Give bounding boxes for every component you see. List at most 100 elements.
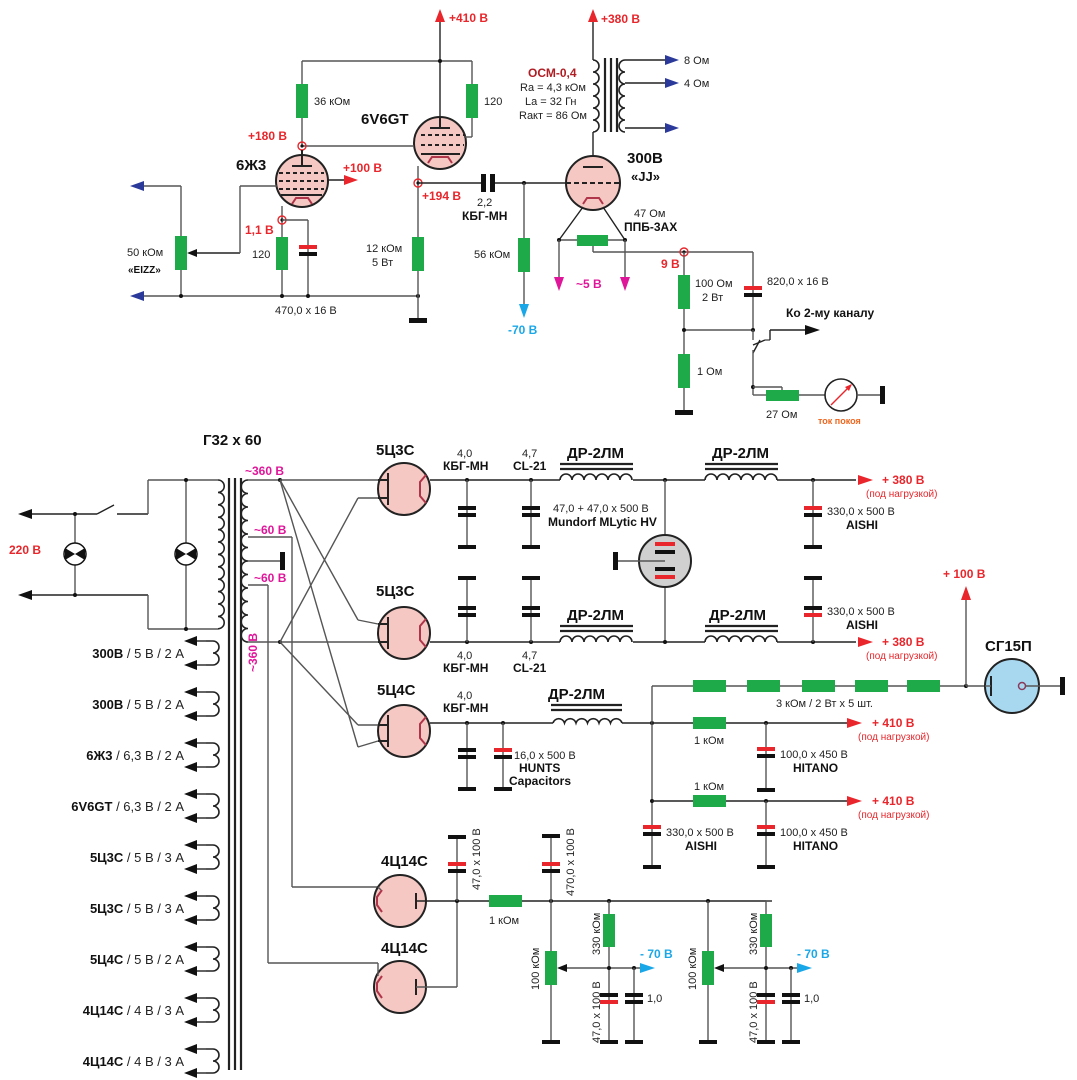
filament-arrow-icon bbox=[184, 966, 197, 976]
neg-pot-label-2: 100 кОм bbox=[687, 948, 699, 990]
c-kbg-type-3: КБГ-МН bbox=[443, 701, 488, 715]
grid-res-label: 56 кОм bbox=[474, 249, 510, 261]
coupling-cap-value: 2,2 bbox=[477, 197, 492, 209]
resistor-chain-4 bbox=[855, 680, 888, 692]
bias-voltage: -70 В bbox=[508, 323, 538, 337]
c-cathode3-label: 820,0 x 16 В bbox=[767, 276, 829, 288]
resistor-chain-5 bbox=[907, 680, 940, 692]
filament-arrow-icon bbox=[184, 1068, 197, 1078]
supply-380-label: +380 В bbox=[601, 12, 640, 26]
ammeter-icon bbox=[824, 378, 858, 412]
mains-arrow-bottom bbox=[18, 590, 32, 600]
c-kbg-value-1: 4,0 bbox=[457, 448, 472, 460]
tube3-brand: «JJ» bbox=[631, 169, 660, 184]
rect3-label: 5Ц4С bbox=[377, 682, 416, 699]
resistor-56k bbox=[518, 238, 530, 272]
hitano-value-1: 100,0 x 450 В bbox=[780, 749, 848, 761]
filament-label: 5Ц3С / 5 В / 3 А bbox=[90, 901, 184, 916]
filament-arrow-icon bbox=[184, 789, 197, 799]
sec-60a: ~60 В bbox=[254, 523, 287, 537]
c-kbg-type-1: КБГ-МН bbox=[443, 459, 488, 473]
resistor-330k-1 bbox=[603, 914, 615, 947]
out-380-1: + 380 В bbox=[882, 473, 925, 487]
amplifier-section: +410 В 36 кОм 120 6V6GT +180 В bbox=[127, 9, 885, 426]
volume-pot-brand: «EIZZ» bbox=[128, 265, 161, 276]
filament-winding: 5Ц3С / 5 В / 3 А bbox=[90, 840, 220, 874]
c-cathode1-label: 470,0 x 16 В bbox=[275, 305, 337, 317]
filament-winding: 6V6GT / 6,3 В / 2 А bbox=[71, 789, 220, 823]
filament-arrow-icon bbox=[184, 636, 197, 646]
out-380-2: + 380 В bbox=[882, 635, 925, 649]
tube2-label: 6V6GT bbox=[361, 111, 409, 128]
volume-pot[interactable] bbox=[175, 236, 187, 270]
out-100: + 100 В bbox=[943, 567, 986, 581]
out-410-2: + 410 В bbox=[872, 794, 915, 808]
filament-winding: 6Ж3 / 6,3 В / 2 А bbox=[86, 738, 220, 772]
choke-label-2: ДР-2ЛМ bbox=[712, 445, 769, 462]
neg-c2-label: 470,0 x 100 В bbox=[565, 828, 577, 896]
filament-winding: 300В / 5 В / 2 А bbox=[92, 636, 220, 670]
filament-arrow-icon bbox=[184, 738, 197, 748]
c-cl-type-2: CL-21 bbox=[513, 661, 547, 675]
to-channel2-label: Ко 2-му каналу bbox=[786, 306, 874, 320]
under-load-1: (под нагрузкой) bbox=[866, 489, 937, 500]
anode1-voltage: +180 В bbox=[248, 129, 287, 143]
supply-arrow-410 bbox=[435, 9, 445, 22]
aishi-value-3: 330,0 x 500 В bbox=[666, 827, 734, 839]
hunts-type-1: HUNTS bbox=[519, 761, 560, 775]
tap-4-ohm: 4 Ом bbox=[684, 78, 709, 90]
filament-arrow-icon bbox=[184, 687, 197, 697]
ot-ract: Rакт = 86 Ом bbox=[519, 110, 587, 122]
c-kbg-type-2: КБГ-МН bbox=[443, 661, 488, 675]
mains-voltage: 220 В bbox=[9, 543, 41, 557]
resistor-12k bbox=[412, 237, 424, 271]
resistor-chain-1 bbox=[693, 680, 726, 692]
hitano-type-1: HITANO bbox=[793, 761, 838, 775]
ot-ra: Ra = 4,3 кОм bbox=[520, 82, 586, 94]
rect1-label: 5Ц3С bbox=[376, 442, 415, 459]
filament-arrow-icon bbox=[184, 891, 197, 901]
hitano-type-2: HITANO bbox=[793, 839, 838, 853]
resistor-120-screen bbox=[466, 84, 478, 118]
rect4-label: 4Ц14С bbox=[381, 853, 428, 870]
choke-3 bbox=[559, 635, 633, 643]
filament-winding: 5Ц3С / 5 В / 3 А bbox=[90, 891, 220, 925]
resistor-1k-b bbox=[693, 795, 726, 807]
indicator-lamp-1 bbox=[63, 542, 87, 566]
r-cathode3-value: 100 Ом bbox=[695, 278, 733, 290]
aishi-type-3: AISHI bbox=[685, 839, 717, 853]
neg-pot-label-1: 100 кОм bbox=[530, 948, 542, 990]
filament-label: 300В / 5 В / 2 А bbox=[92, 646, 184, 661]
filament-label: 300В / 5 В / 2 А bbox=[92, 697, 184, 712]
choke-label-3: ДР-2ЛМ bbox=[567, 607, 624, 624]
filament-arrow-icon bbox=[184, 711, 197, 721]
resistor-chain-3 bbox=[802, 680, 835, 692]
neg-c1-label: 47,0 x 100 В bbox=[471, 828, 483, 890]
hum-pot[interactable] bbox=[577, 235, 608, 246]
r-cathode3-power: 2 Вт bbox=[702, 292, 723, 304]
bias-pot-1[interactable] bbox=[545, 951, 557, 985]
primary-coil bbox=[217, 479, 225, 630]
screen-voltage: +100 В bbox=[343, 161, 382, 175]
filament-winding: 300В / 5 В / 2 А bbox=[92, 687, 220, 721]
cathode1-voltage: 1,1 В bbox=[245, 223, 274, 237]
sec-360-top: ~360 В bbox=[245, 464, 284, 478]
ot-secondary-coil bbox=[618, 59, 626, 133]
r-anode1-label: 36 кОм bbox=[314, 96, 350, 108]
supply-410-label: +410 В bbox=[449, 11, 488, 25]
filament-arrow-icon bbox=[184, 1044, 197, 1054]
aishi-type-1: AISHI bbox=[846, 518, 878, 532]
tap-8-ohm: 8 Ом bbox=[684, 55, 709, 67]
filament-arrow-icon bbox=[184, 1017, 197, 1027]
tube-300b bbox=[565, 155, 621, 211]
filament-label: 4Ц14С / 4 В / 3 А bbox=[83, 1003, 185, 1018]
r-1k-label-a: 1 кОм bbox=[694, 735, 724, 747]
hum-pot-type: ППБ-3АХ bbox=[624, 220, 677, 234]
hitano-value-2: 100,0 x 450 В bbox=[780, 827, 848, 839]
out-neg70-1: - 70 В bbox=[640, 947, 673, 961]
filament-label: 6Ж3 / 6,3 В / 2 А bbox=[86, 748, 184, 763]
c-kbg-value-2: 4,0 bbox=[457, 650, 472, 662]
bias-pot-2[interactable] bbox=[702, 951, 714, 985]
volume-pot-value: 50 кОм bbox=[127, 247, 163, 259]
